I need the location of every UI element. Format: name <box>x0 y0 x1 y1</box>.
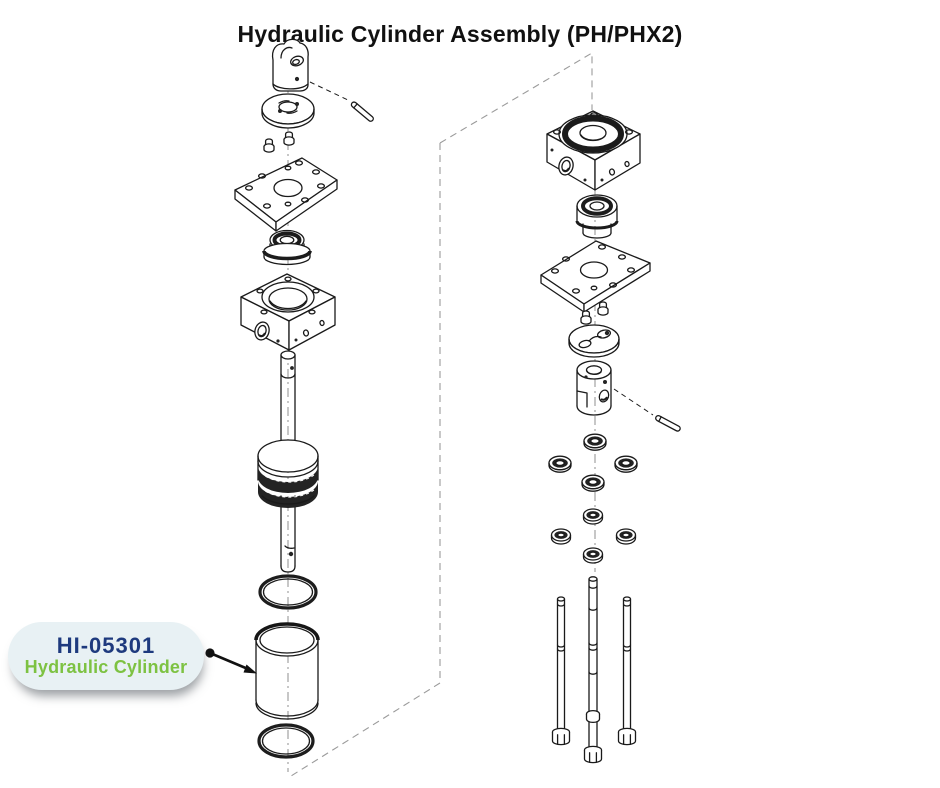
mounting-plate-cap-end <box>540 240 651 313</box>
o-ring-bottom <box>257 723 315 759</box>
button-screw <box>580 310 592 325</box>
cylinder-tube <box>254 622 320 720</box>
piston-rod <box>280 350 296 573</box>
lock-nuts <box>550 508 637 564</box>
cap-end-stack <box>540 110 682 764</box>
tie-rod <box>551 596 571 746</box>
callout-arrow <box>205 648 257 674</box>
piston-with-seals <box>257 439 319 508</box>
page-title: Hydraulic Cylinder Assembly (PH/PHX2) <box>237 21 683 48</box>
gland-bushing <box>575 194 619 239</box>
button-screw <box>283 131 295 146</box>
washers <box>548 433 638 492</box>
mounting-plate-rod-end <box>234 157 338 232</box>
cylinder-cap-block <box>546 110 641 191</box>
trunnion-clevis <box>576 360 612 416</box>
rod-end-stack <box>234 38 376 759</box>
button-screw <box>263 138 275 153</box>
clevis-pin-1 <box>309 81 376 123</box>
slotted-disc <box>568 324 620 358</box>
part-name: Hydraulic Cylinder <box>24 657 188 678</box>
rod-gland-seal <box>262 229 312 266</box>
o-ring-top <box>258 574 318 610</box>
tie-rods <box>551 576 637 764</box>
part-callout[interactable]: HI-05301 Hydraulic Cylinder <box>8 622 204 690</box>
button-screw <box>597 301 609 316</box>
part-number: HI-05301 <box>56 633 156 659</box>
clevis-pin-2 <box>613 388 682 433</box>
cylinder-head-block <box>240 273 336 351</box>
stop-disc <box>261 93 315 129</box>
tie-rod <box>583 576 603 764</box>
clevis-rod-end <box>271 38 309 92</box>
tie-rod <box>617 596 637 746</box>
